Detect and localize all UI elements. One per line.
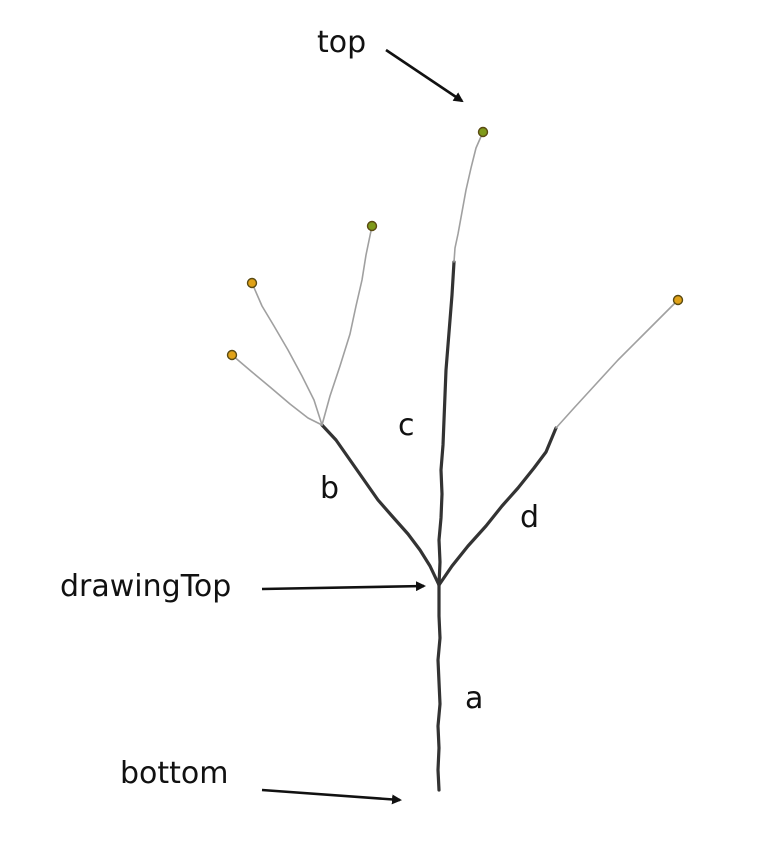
label-branch-c: c <box>398 408 415 443</box>
label-drawing-top: drawingTop <box>60 569 231 604</box>
branch-b <box>320 423 441 587</box>
branch-b-twig-1 <box>231 354 323 426</box>
label-branch-b: b <box>320 471 339 506</box>
bottom-arrow <box>261 788 402 805</box>
branch-c-tip <box>453 131 484 263</box>
label-segment-a: a <box>465 681 483 716</box>
branch-b-twig-2 <box>251 282 323 426</box>
label-bottom: bottom <box>120 756 229 791</box>
branch-d-tip <box>555 299 679 429</box>
branch-b-twig-3 <box>321 225 373 426</box>
tip-node-b-upper <box>366 220 378 232</box>
tip-node-b-middle <box>246 277 258 289</box>
branch-d <box>437 426 558 587</box>
drawing-top-arrow <box>261 581 426 592</box>
label-top: top <box>317 25 366 60</box>
top-arrow <box>385 48 464 103</box>
branch-c <box>437 260 456 587</box>
tip-node-b-lower <box>226 349 238 361</box>
tip-node-d <box>672 294 684 306</box>
label-branch-d: d <box>520 500 539 535</box>
trunk-segment-a <box>436 583 442 792</box>
tip-node-top <box>477 126 489 138</box>
